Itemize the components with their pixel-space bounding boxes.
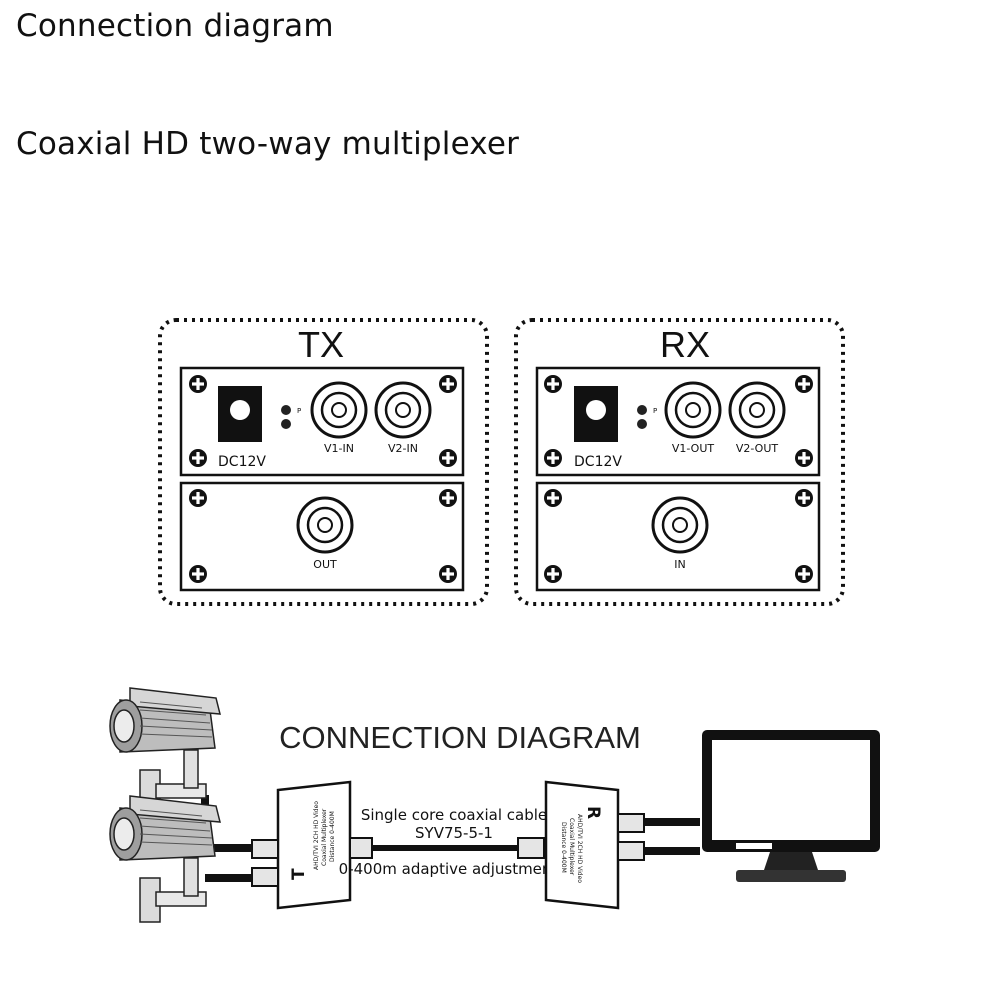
cable-label-line1: Single core coaxial cable xyxy=(361,806,547,824)
tx-v2-in-connector-icon xyxy=(374,381,432,439)
rx-led-label: P xyxy=(653,407,657,415)
rx-led-icon xyxy=(637,405,647,415)
screw-icon xyxy=(795,565,813,583)
rx-panel: RX DC12V P V1-OUT V2-OUT IN xyxy=(514,318,845,606)
receiver-box: R AHD/TVI 2CH HD Video Coaxial Multiplex… xyxy=(544,780,645,910)
tx-v1-in-connector-icon xyxy=(310,381,368,439)
transmitter-letter: T xyxy=(289,868,309,880)
screw-icon xyxy=(544,489,562,507)
receiver-print-2: Coaxial Multiplexer xyxy=(568,818,575,876)
rx-led-icon xyxy=(637,419,647,429)
rx-v1-out-label: V1-OUT xyxy=(672,442,715,455)
cable-label-line3: 0-400m adaptive adjustment xyxy=(339,860,558,878)
rx-v2-out-label: V2-OUT xyxy=(736,442,779,455)
screw-icon xyxy=(795,489,813,507)
rx-power-jack-hole xyxy=(586,400,606,420)
tx-led-icon xyxy=(281,405,291,415)
screw-icon xyxy=(544,565,562,583)
receiver-print-3: Distance 0-400M xyxy=(560,822,567,873)
tx-power-label: DC12V xyxy=(218,454,266,470)
tx-v2-in-label: V2-IN xyxy=(388,442,418,455)
tx-power-jack-hole xyxy=(230,400,250,420)
tx-title: TX xyxy=(298,324,344,365)
screw-icon xyxy=(439,565,457,583)
rx-v1-out-connector-icon xyxy=(664,381,722,439)
cable-label-line2: SYV75-5-1 xyxy=(415,824,493,842)
rx-in-label: IN xyxy=(674,558,685,571)
tx-panel: TX DC12V P V1-IN V2-IN OUT xyxy=(158,318,489,606)
screw-icon xyxy=(544,375,562,393)
screw-icon xyxy=(439,489,457,507)
tx-dotted-border xyxy=(158,318,489,606)
connection-diagram: CONNECTION DIAGRAM T AHD/TVI 2CH HD Vide… xyxy=(109,687,880,923)
camera-icon xyxy=(109,795,221,923)
screw-icon xyxy=(439,375,457,393)
screw-icon xyxy=(544,449,562,467)
monitor-icon xyxy=(702,730,880,882)
screw-icon xyxy=(189,489,207,507)
screw-icon xyxy=(189,375,207,393)
rx-title: RX xyxy=(660,324,710,365)
transmitter-print-1: AHD/TVI 2CH HD Video xyxy=(313,801,320,870)
rx-dotted-border xyxy=(514,318,845,606)
screw-icon xyxy=(189,449,207,467)
rx-v2-out-connector-icon xyxy=(728,381,786,439)
transmitter-print-2: Coaxial Multiplexer xyxy=(321,808,328,866)
rx-power-label: DC12V xyxy=(574,454,622,470)
screw-icon xyxy=(795,375,813,393)
connection-title: CONNECTION DIAGRAM xyxy=(279,720,641,755)
camera-icon xyxy=(109,687,221,815)
page-title: Connection diagram xyxy=(16,8,334,44)
tx-out-label: OUT xyxy=(313,558,337,571)
transmitter-print-3: Distance 0-400M xyxy=(329,811,336,862)
tx-led-label: P xyxy=(297,407,301,415)
receiver-input-plug xyxy=(517,837,545,859)
tx-v1-in-label: V1-IN xyxy=(324,442,354,455)
receiver-letter: R xyxy=(583,806,603,819)
page-subtitle: Coaxial HD two-way multiplexer xyxy=(16,126,520,162)
tx-out-connector-icon xyxy=(296,496,354,554)
transmitter-box: T AHD/TVI 2CH HD Video Coaxial Multiplex… xyxy=(251,780,373,910)
receiver-print-1: AHD/TVI 2CH HD Video xyxy=(576,814,583,883)
screw-icon xyxy=(439,449,457,467)
rx-in-connector-icon xyxy=(651,496,709,554)
screw-icon xyxy=(795,449,813,467)
screw-icon xyxy=(189,565,207,583)
tx-led-icon xyxy=(281,419,291,429)
